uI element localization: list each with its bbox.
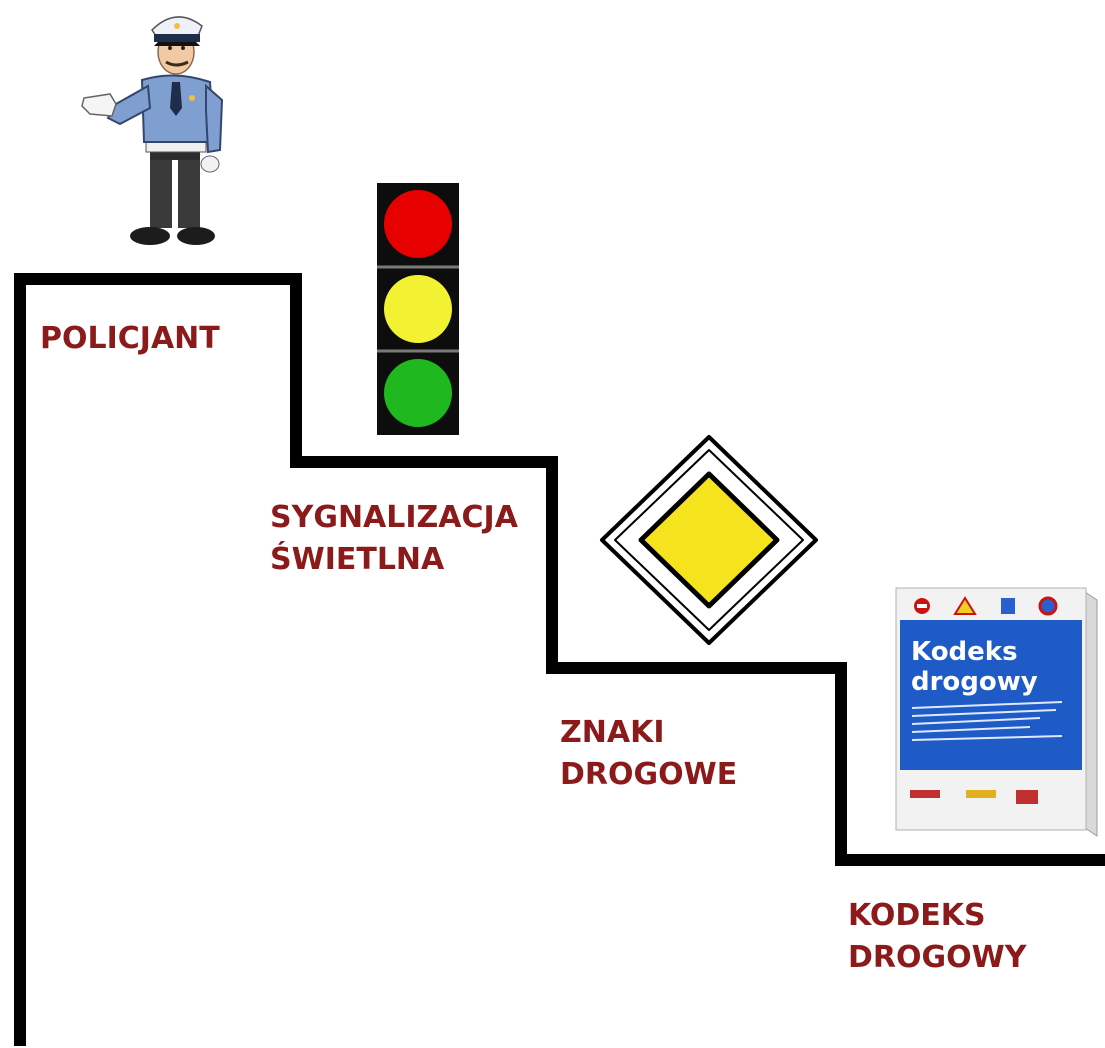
step-label-line: ZNAKI [560, 715, 665, 750]
traffic-light-icon [377, 183, 459, 435]
book-title-line2: drogowy [911, 667, 1038, 697]
step-label-line: DROGOWY [848, 940, 1027, 975]
step-label-policjant: POLICJANT [40, 318, 220, 360]
red-light [384, 190, 452, 258]
step-label-kodeks-drogowy: KODEKS DROGOWY [848, 895, 1026, 979]
traffic-code-book-icon: Kodeks drogowy [895, 587, 1098, 837]
step-label-line: DROGOWE [560, 757, 738, 792]
step-label-znaki-drogowe: ZNAKI DROGOWE [560, 712, 737, 796]
step-label-line: POLICJANT [40, 321, 220, 356]
police-officer-icon [81, 16, 224, 245]
book-title-line1: Kodeks [911, 637, 1018, 667]
priority-road-sign-icon [600, 435, 818, 645]
step-label-sygnalizacja-swietlna: SYGNALIZACJA ŚWIETLNA [270, 497, 518, 581]
staircase-outline [14, 273, 1105, 1046]
step-label-line: SYGNALIZACJA [270, 500, 518, 535]
step-label-line: KODEKS [848, 898, 986, 933]
green-light [384, 359, 452, 427]
yellow-light [384, 275, 452, 343]
step-label-line: ŚWIETLNA [270, 542, 445, 577]
